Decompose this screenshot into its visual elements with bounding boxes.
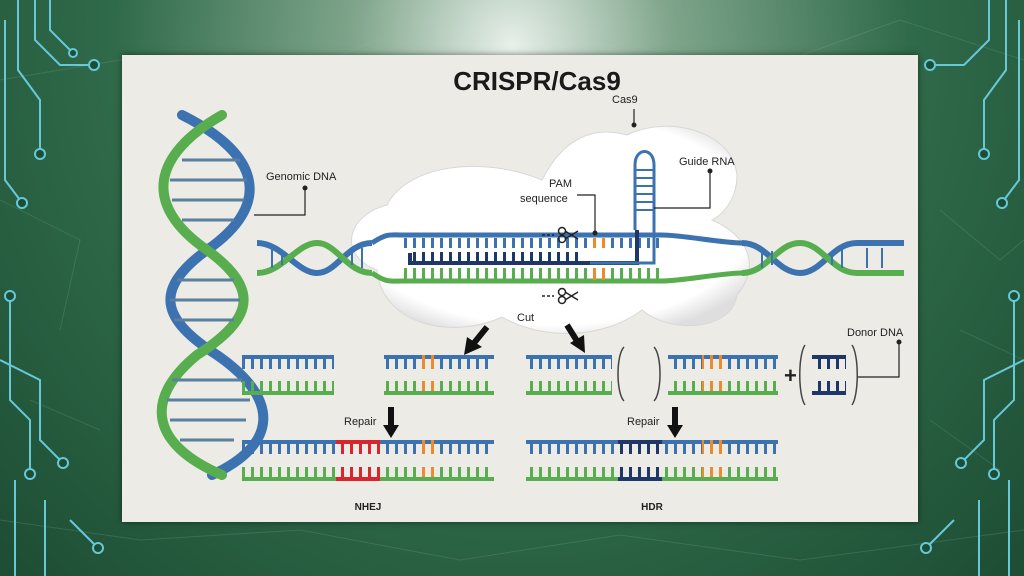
diagram-title: CRISPR/Cas9 bbox=[453, 66, 621, 96]
plus-sign: + bbox=[784, 363, 797, 388]
scissors-icon-bottom bbox=[542, 287, 579, 305]
cut-label: Cut bbox=[517, 312, 534, 324]
genomic-dna-label: Genomic DNA bbox=[266, 171, 337, 183]
repair-label-hdr: Repair bbox=[627, 416, 660, 428]
repair-arrow-hdr bbox=[667, 407, 683, 438]
circuit-decoration-right bbox=[920, 0, 1024, 576]
donor-dna bbox=[799, 344, 858, 406]
guide-rna-hairpin bbox=[633, 150, 656, 230]
nhej-label: NHEJ bbox=[355, 502, 382, 513]
repaired-dna-hdr bbox=[526, 440, 778, 481]
pam-label-line1: PAM bbox=[549, 178, 572, 190]
genomic-dna-helix bbox=[156, 110, 269, 480]
hdr-label: HDR bbox=[641, 502, 663, 513]
repaired-dna-nhej bbox=[242, 440, 494, 481]
repair-arrow-nhej bbox=[383, 407, 399, 438]
repair-label-nhej: Repair bbox=[344, 416, 377, 428]
scissors-icon-top bbox=[542, 226, 579, 244]
donor-dna-label: Donor DNA bbox=[847, 327, 904, 339]
cas9-label: Cas9 bbox=[612, 94, 638, 106]
guide-rna-label: Guide RNA bbox=[679, 156, 735, 168]
cut-dna-right bbox=[526, 346, 778, 402]
pam-label-line2: sequence bbox=[520, 193, 568, 205]
arrow-to-nhej bbox=[464, 325, 490, 355]
diagram-panel: CRISPR/Cas9 Genomic DNA bbox=[122, 55, 918, 522]
circuit-decoration-left bbox=[0, 0, 104, 576]
target-dna-helix bbox=[256, 230, 904, 284]
cut-dna-left bbox=[242, 355, 494, 395]
arrow-to-hdr bbox=[564, 323, 585, 353]
